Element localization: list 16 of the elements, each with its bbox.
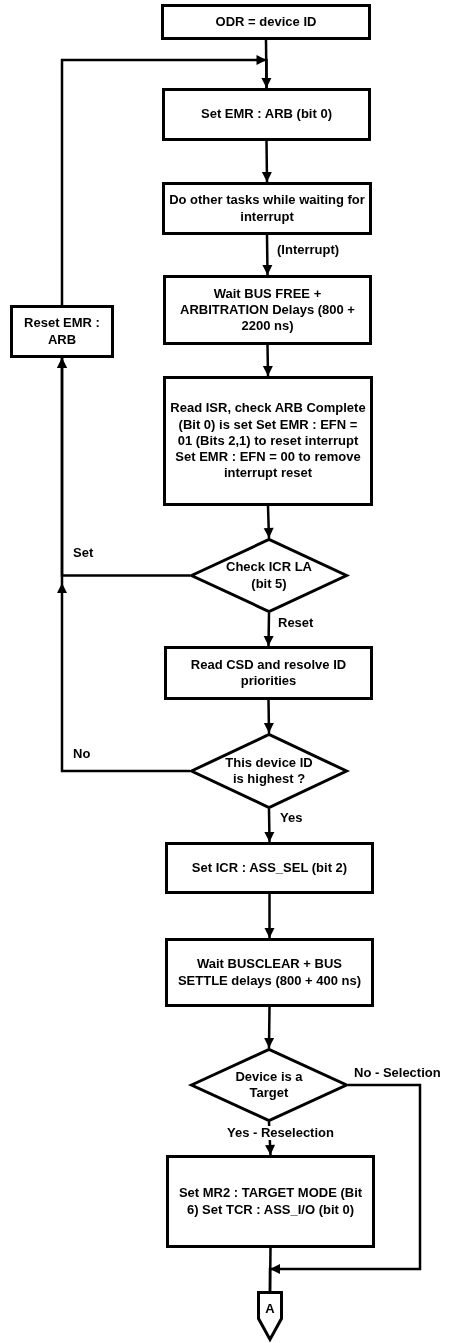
decision-diamond: Device is a Target [190, 1048, 348, 1122]
process-box: Read ISR, check ARB Complete (Bit 0) is set Set EMR : EFN = 01 (Bits 2,1) to reset interrupt Set EMR : EFN = 00 to remove interrupt reset [163, 376, 373, 506]
edge-label: Yes - Reselection [226, 1126, 335, 1141]
edge-label: (Interrupt) [276, 243, 341, 258]
process-box: Wait BUS FREE + ARBITRATION Delays (800 + 2200 ns) [163, 275, 372, 345]
process-box: ODR = device ID [161, 4, 371, 40]
process-box: Set ICR : ASS_SEL (bit 2) [165, 842, 374, 894]
process-box: Read CSD and resolve ID priorities [164, 646, 373, 700]
process-box: Set EMR : ARB (bit 0) [162, 88, 371, 141]
process-box: Do other tasks while waiting for interrupt [162, 182, 372, 235]
off-page-connector: A [257, 1291, 283, 1341]
process-box: Wait BUSCLEAR + BUS SETTLE delays (800 + 400 ns) [165, 938, 374, 1007]
process-box: Set MR2 : TARGET MODE (Bit 6) Set TCR : ASS_I/O (bit 0) [166, 1155, 375, 1248]
decision-diamond: This device ID is highest ? [190, 733, 348, 809]
decision-diamond: Check ICR LA (bit 5) [190, 538, 348, 613]
process-box: Reset EMR : ARB [10, 305, 114, 358]
